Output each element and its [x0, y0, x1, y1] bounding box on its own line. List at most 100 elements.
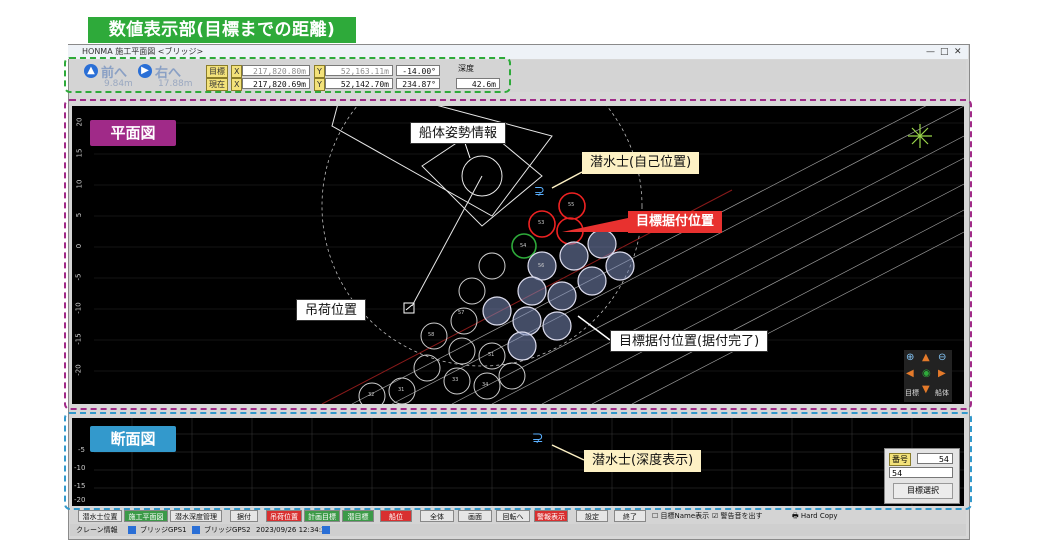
circle-label: 34: [482, 382, 489, 388]
plan-view-label: 平面図: [90, 120, 176, 146]
status-indicator: [322, 526, 330, 534]
dive-target-button[interactable]: 潜目標: [342, 510, 374, 522]
alarm-display-button[interactable]: 警報表示: [534, 510, 568, 522]
diver-self-callout: 潜水士(自己位置): [582, 152, 700, 174]
target-name-checkbox[interactable]: ☐ 目標Name表示: [652, 512, 710, 520]
hard-copy-button[interactable]: 🖶 Hard Copy: [792, 512, 838, 520]
nav-ship-button[interactable]: 船体: [935, 389, 949, 397]
plan-view-button[interactable]: 施工平面図: [124, 510, 168, 522]
install-button[interactable]: 据付: [230, 510, 258, 522]
section-view-label: 断面図: [90, 426, 176, 452]
right-distance: 17.88m: [158, 79, 193, 89]
arrow-up-icon[interactable]: ▲: [84, 64, 98, 78]
current-y-label: Y: [314, 78, 325, 91]
circle-label: 57: [458, 310, 465, 316]
target-select-button[interactable]: 目標選択: [893, 483, 953, 499]
circle-label: 31: [398, 387, 405, 393]
zoom-in-icon[interactable]: ⊕: [906, 352, 915, 363]
bottom-button-bar: 潜水士位置 施工平面図 潜水深度管理 据付 吊荷位置 計画目標 潜目標 船位 全…: [70, 510, 966, 524]
target-place-callout: 目標据付位置: [628, 211, 723, 233]
ship-position-button[interactable]: 船位: [380, 510, 412, 522]
current-x-value: 217,820.69m: [242, 78, 310, 89]
gps2-indicator: [192, 526, 200, 534]
current-x-label: X: [231, 78, 243, 91]
all-button[interactable]: 全体: [420, 510, 454, 522]
numeric-toolbar: ▲ 前へ ▶ 右へ 9.84m 17.88m 目標 現在 X X 217,820…: [70, 60, 966, 92]
target-row-label: 目標: [206, 65, 228, 78]
depth-value: 42.6m: [456, 78, 500, 89]
diver-depth-callout: 潜水士(深度表示): [584, 450, 702, 472]
target-place-done-callout: 目標据付位置(据付完了): [610, 330, 769, 352]
right-button[interactable]: 右へ: [155, 66, 182, 81]
minimize-button[interactable]: —: [926, 47, 935, 57]
target-name-label: 目標Name表示: [660, 512, 710, 520]
plan-view[interactable]: 55 53 54 56 57 58 51 33 34 31 32 ⊋ ⊕ ▲ ⊖…: [72, 106, 964, 404]
plan-target-button[interactable]: 計画目標: [304, 510, 340, 522]
exit-button[interactable]: 終了: [614, 510, 646, 522]
load-position-button[interactable]: 吊荷位置: [266, 510, 302, 522]
circle-label: 54: [520, 243, 527, 249]
pan-left-icon[interactable]: ◀: [906, 368, 914, 379]
zoom-out-icon[interactable]: ⊖: [938, 352, 947, 363]
section-y-tick: -5: [78, 446, 85, 454]
settings-button[interactable]: 設定: [576, 510, 608, 522]
screen-button[interactable]: 画面: [458, 510, 492, 522]
gps2-label: ブリッジGPS2: [204, 526, 251, 534]
current-y-value: 52,142.70m: [325, 78, 393, 89]
number-label: 番号: [889, 453, 911, 466]
maximize-button[interactable]: □: [940, 47, 949, 57]
diver-depth-button[interactable]: 潜水深度管理: [170, 510, 222, 522]
close-button[interactable]: ✕: [954, 47, 962, 57]
arrow-right-icon[interactable]: ▶: [138, 64, 152, 78]
display-section-banner: 数値表示部(目標までの距離): [88, 17, 356, 43]
pan-up-icon[interactable]: ▲: [922, 352, 930, 363]
section-view[interactable]: -5 -10 -15 -20 ⊋: [72, 418, 964, 506]
number-value: 54: [917, 453, 953, 464]
load-position-callout: 吊荷位置: [296, 299, 367, 321]
current-angle-value: 234.87°: [396, 78, 440, 89]
target-select-panel: 番号 54 54 目標選択: [884, 448, 960, 504]
map-nav-pad: ⊕ ▲ ⊖ ◀ ◉ ▶ 目標 ▼ 船体: [904, 350, 952, 402]
circle-label: 33: [452, 377, 459, 383]
window-titlebar: HONMA 施工平面図 <ブリッジ> — □ ✕: [68, 45, 968, 59]
circle-label: 53: [538, 220, 545, 226]
section-y-tick: -20: [74, 496, 86, 504]
diver-icon: ⊋: [534, 184, 545, 199]
target-y-value: 52,163.11m: [325, 65, 393, 76]
depth-label: 深度: [458, 64, 474, 73]
prev-button[interactable]: 前へ: [101, 66, 128, 81]
section-y-tick: -15: [74, 482, 86, 490]
circle-label: 55: [568, 202, 575, 208]
gps1-indicator: [128, 526, 136, 534]
target-angle-value: -14.00°: [396, 65, 440, 76]
crane-radius-circle: [321, 106, 643, 367]
section-area-highlight: [64, 412, 972, 510]
prev-distance: 9.84m: [104, 79, 133, 89]
diver-position-button[interactable]: 潜水士位置: [78, 510, 122, 522]
ship-attitude-callout: 船体姿勢情報: [410, 122, 507, 144]
quay-structure: [351, 106, 964, 404]
status-bar: クレーン情報 ブリッジGPS1 ブリッジGPS2 2023/09/26 12:3…: [70, 524, 966, 536]
window-title: HONMA 施工平面図 <ブリッジ>: [82, 47, 204, 56]
center-icon[interactable]: ◉: [922, 368, 931, 379]
circle-label: 56: [538, 263, 545, 269]
plan-y-axis: 20 15 10 5 0 -5 -10 -15 -20: [72, 106, 94, 404]
section-grid: [94, 418, 964, 506]
target-number-input[interactable]: 54: [889, 467, 953, 478]
rotate-button[interactable]: 回転へ: [496, 510, 530, 522]
circle-label: 58: [428, 332, 435, 338]
compass-star-icon: [908, 124, 932, 148]
gps1-label: ブリッジGPS1: [140, 526, 187, 534]
nav-target-button[interactable]: 目標: [905, 389, 919, 397]
crane-info: クレーン情報: [76, 526, 118, 534]
numeric-area-highlight: [64, 57, 511, 93]
load-position-marker: [403, 302, 415, 314]
hard-copy-label: Hard Copy: [800, 512, 838, 520]
datetime: 2023/09/26 12:34:20: [256, 526, 331, 534]
circle-label: 51: [488, 352, 495, 358]
warning-sound-checkbox[interactable]: ☑ 警告音を出す: [712, 512, 763, 520]
pan-down-icon[interactable]: ▼: [922, 384, 930, 395]
pan-right-icon[interactable]: ▶: [938, 368, 946, 379]
current-row-label: 現在: [206, 78, 228, 91]
